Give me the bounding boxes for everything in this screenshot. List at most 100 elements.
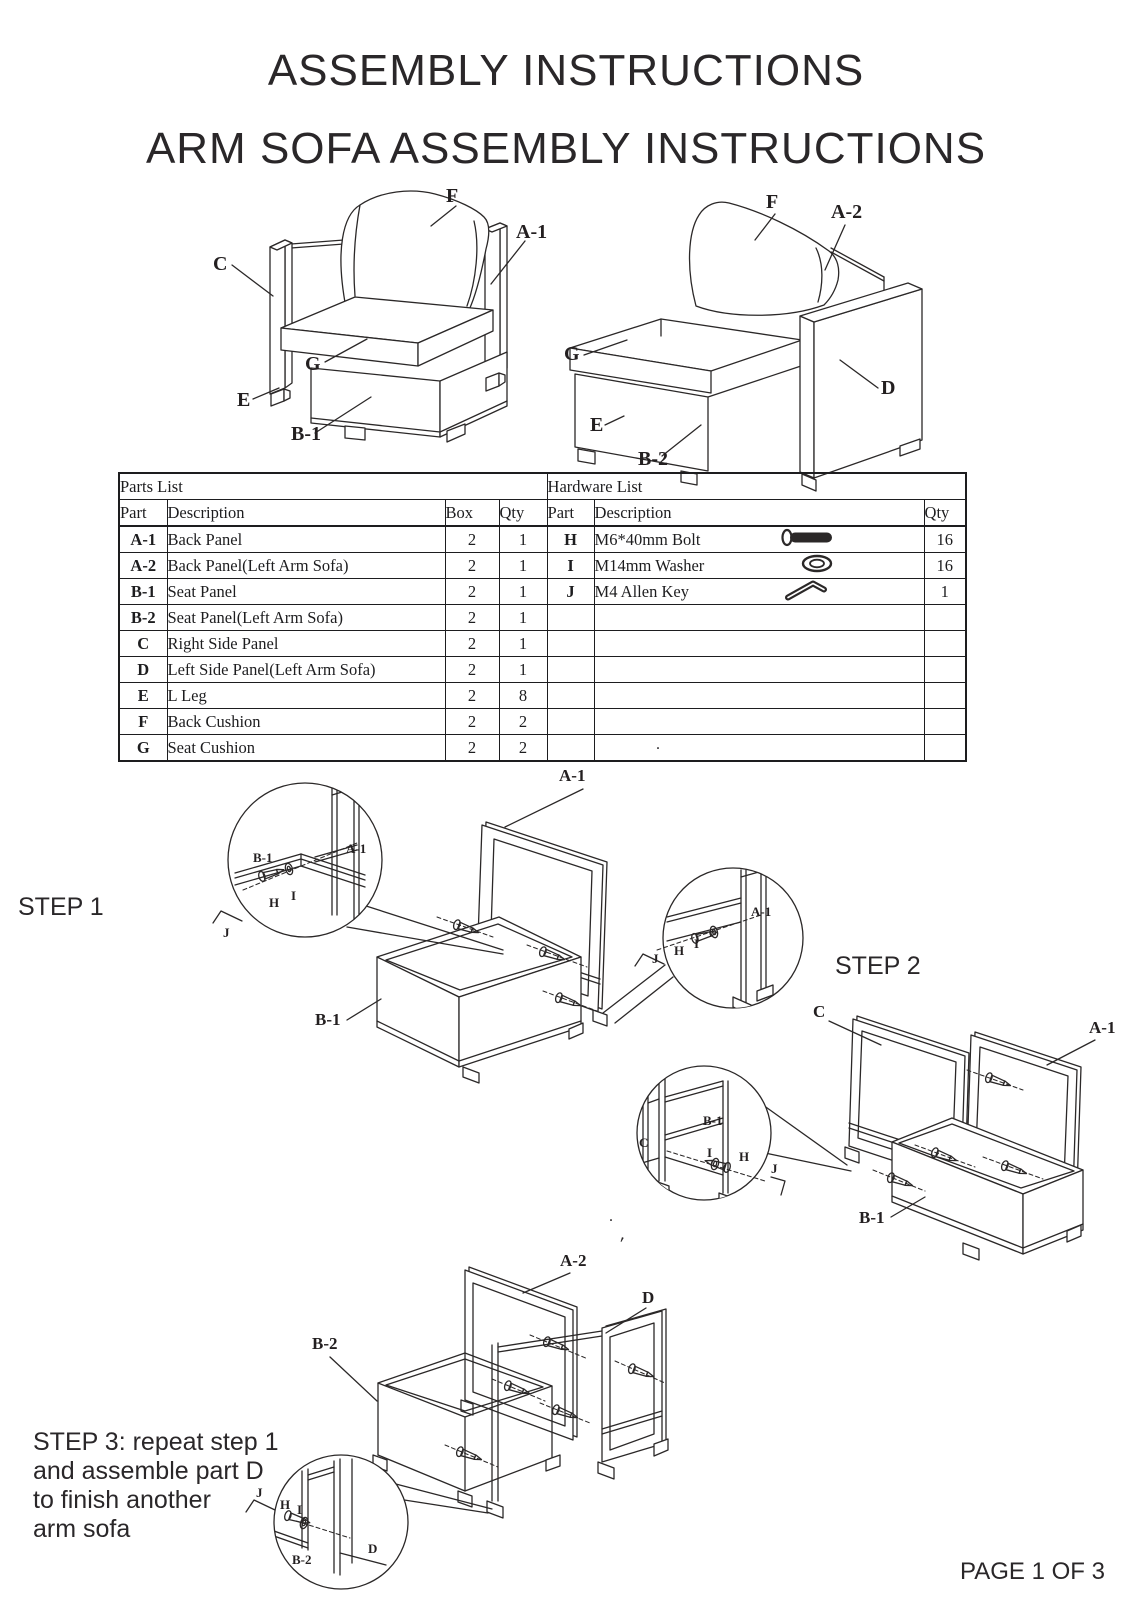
column-header-row: Part Description Box Qty Part Descriptio… [118, 499, 967, 527]
hw-part-cell: I [546, 552, 595, 579]
part-cell: B-1 [118, 578, 168, 605]
col-qty: Qty [498, 499, 548, 527]
hw-qty-cell-empty [923, 604, 967, 631]
hw-qty-cell-empty [923, 708, 967, 735]
qty-cell: 1 [498, 656, 548, 683]
hw-description-cell: M4 Allen Key [593, 578, 925, 605]
hw-description-text: M14mm Washer [594, 555, 705, 575]
col-part: Part [118, 499, 168, 527]
box-cell: 2 [444, 604, 500, 631]
hw-qty-cell-empty [923, 734, 967, 762]
hw-qty-cell-empty [923, 630, 967, 657]
description-cell: Back Panel [166, 525, 446, 553]
hw-part-cell-empty [546, 656, 595, 683]
table-row: C Right Side Panel 2 1 [118, 630, 967, 657]
table-row: A-2 Back Panel(Left Arm Sofa) 2 1 I M14m… [118, 552, 967, 579]
hw-description-cell-empty [593, 604, 925, 631]
qty-cell: 1 [498, 630, 548, 657]
part-label-g: G [305, 353, 321, 375]
hardware-list-title: Hardware List [546, 472, 967, 500]
col-hw-description: Description [593, 499, 925, 527]
step3-note-line4: arm sofa [33, 1515, 131, 1543]
description-cell: Seat Panel(Left Arm Sofa) [166, 604, 446, 631]
part-label-e: E [237, 389, 250, 411]
box-cell: 2 [444, 656, 500, 683]
hw-qty-cell: 16 [923, 552, 967, 579]
part-label-b2: B-2 [638, 448, 668, 470]
part-label-b2: B-2 [312, 1334, 338, 1353]
part-label-b1: B-1 [291, 423, 321, 445]
col-hw-qty: Qty [923, 499, 967, 527]
col-box: Box [444, 499, 500, 527]
part-label-j: J [652, 951, 659, 966]
hw-qty-cell: 16 [923, 525, 967, 553]
box-cell: 2 [444, 734, 500, 762]
part-label-j: J [771, 1161, 778, 1176]
hw-part-cell-empty [546, 734, 595, 762]
part-label-i: I [297, 1502, 302, 1517]
box-cell: 2 [444, 525, 500, 553]
box-cell: 2 [444, 682, 500, 709]
step2-title: STEP 2 [835, 952, 921, 980]
hw-part-cell-empty [546, 604, 595, 631]
part-label-f: F [766, 191, 778, 213]
part-label-b1: B-1 [859, 1208, 885, 1227]
part-label-b1: B-1 [703, 1113, 723, 1128]
hw-part-cell-empty [546, 630, 595, 657]
hw-qty-cell-empty [923, 656, 967, 683]
box-cell: 2 [444, 630, 500, 657]
bolt-icon [780, 528, 842, 551]
hw-description-cell-empty [593, 656, 925, 683]
part-cell: E [118, 682, 168, 709]
hw-qty-cell: 1 [923, 578, 967, 605]
table-row: F Back Cushion 2 2 [118, 708, 967, 735]
parts-list-title: Parts List [118, 472, 548, 500]
description-cell: Back Panel(Left Arm Sofa) [166, 552, 446, 579]
right-arm-sofa-figure: C F A-1 G E B-1 [213, 185, 547, 445]
part-cell: A-2 [118, 552, 168, 579]
part-label-j: J [256, 1485, 263, 1500]
part-label-a1: A-1 [751, 904, 771, 919]
part-cell: B-2 [118, 604, 168, 631]
parts-hardware-table: Parts List Hardware List Part Descriptio… [118, 472, 968, 762]
part-label-h: H [674, 943, 684, 958]
hw-description-text: M4 Allen Key [594, 581, 689, 601]
step1-right-callout-circle [662, 867, 804, 1009]
hw-part-cell-empty [546, 708, 595, 735]
part-label-e: E [590, 414, 603, 436]
hw-part-cell: H [546, 525, 595, 553]
hw-description-cell: M6*40mm Bolt [593, 525, 925, 553]
scan-dot: . [609, 1208, 613, 1225]
page-title: ASSEMBLY INSTRUCTIONS [267, 46, 865, 95]
step3-note-line2: and assemble part D [33, 1457, 264, 1485]
part-label-f: F [446, 185, 458, 207]
step1-diagram: A-1 B-1 B-1 A-1 H I J [212, 766, 804, 1084]
qty-cell: 1 [498, 552, 548, 579]
hw-qty-cell-empty [923, 682, 967, 709]
washer-icon [800, 554, 834, 578]
hw-description-cell-empty [593, 734, 925, 762]
page-subtitle: ARM SOFA ASSEMBLY INSTRUCTIONS [145, 124, 987, 173]
qty-cell: 1 [498, 525, 548, 553]
box-cell: 2 [444, 552, 500, 579]
hw-description-cell-empty [593, 630, 925, 657]
part-label-d: D [881, 377, 895, 399]
hw-description-cell-empty [593, 682, 925, 709]
part-label-c: C [639, 1135, 648, 1150]
part-label-c: C [213, 253, 227, 275]
hw-part-cell: J [546, 578, 595, 605]
part-cell: C [118, 630, 168, 657]
table-row: B-2 Seat Panel(Left Arm Sofa) 2 1 [118, 604, 967, 631]
part-cell: G [118, 734, 168, 762]
part-cell: A-1 [118, 525, 168, 553]
description-cell: Back Cushion [166, 708, 446, 735]
table-row: E L Leg 2 8 [118, 682, 967, 709]
hw-description-text: M6*40mm Bolt [594, 529, 701, 549]
part-label-h: H [739, 1149, 749, 1164]
part-label-b1: B-1 [253, 850, 273, 865]
box-cell: 2 [444, 708, 500, 735]
part-label-a2: A-2 [831, 201, 862, 223]
description-cell: Left Side Panel(Left Arm Sofa) [166, 656, 446, 683]
hw-description-cell-empty [593, 708, 925, 735]
